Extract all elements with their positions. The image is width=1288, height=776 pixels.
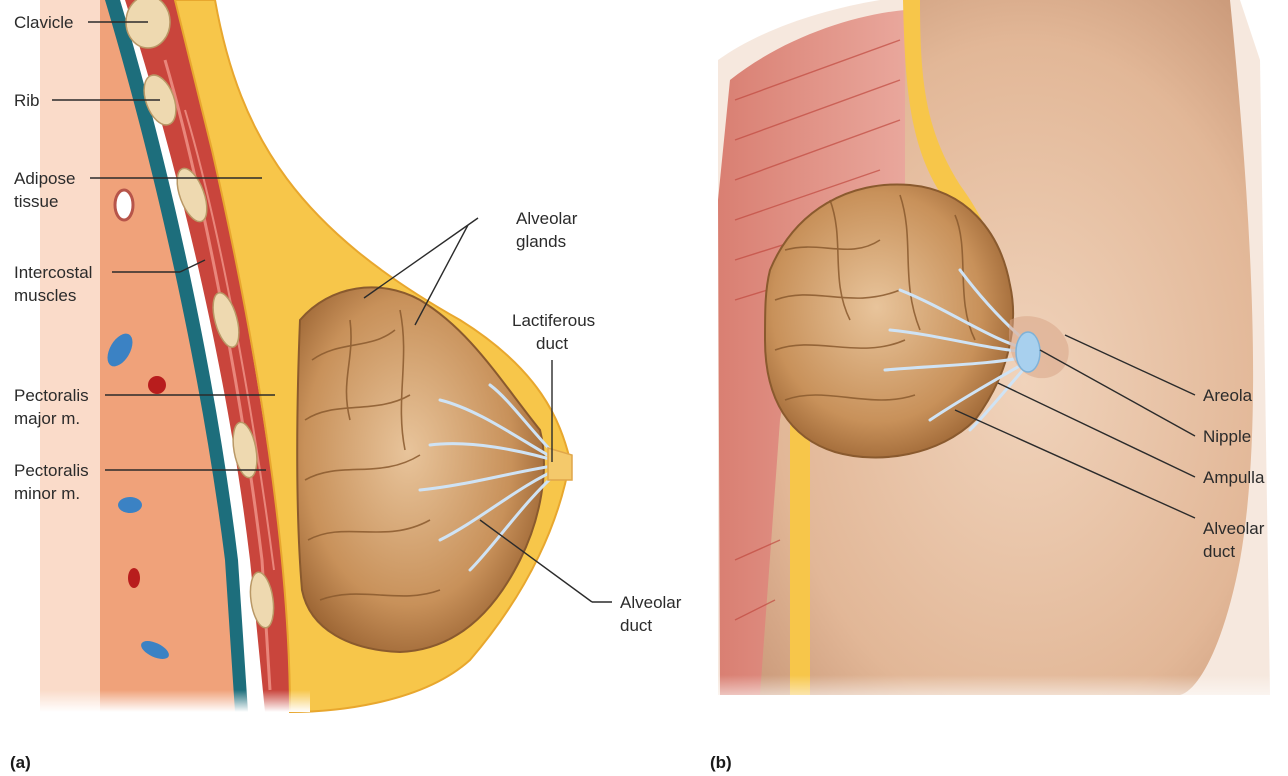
alveolar-gland-mass-b <box>765 184 1013 457</box>
label-alveolar-duct-a-line2: duct <box>620 616 652 635</box>
panel-b-tag: (b) <box>710 753 732 772</box>
label-alveolar-duct-a-line1: Alveolar <box>620 593 682 612</box>
vessel <box>128 568 140 588</box>
label-areola: Areola <box>1203 386 1253 405</box>
nipple-b <box>1016 332 1040 372</box>
adipose-lower-edge <box>790 425 810 695</box>
label-clavicle: Clavicle <box>14 13 74 32</box>
vessel <box>118 497 142 513</box>
label-intercostal-line2: muscles <box>14 286 76 305</box>
vessel <box>115 190 133 220</box>
label-nipple: Nipple <box>1203 427 1251 446</box>
label-ampulla: Ampulla <box>1203 468 1265 487</box>
panel-b-illustration <box>718 0 1275 712</box>
label-pec-major-line2: major m. <box>14 409 80 428</box>
label-pec-minor-line2: minor m. <box>14 484 80 503</box>
label-adipose-line2: tissue <box>14 192 58 211</box>
label-rib: Rib <box>14 91 40 110</box>
label-intercostal-line1: Intercostal <box>14 263 92 282</box>
vessel <box>148 376 166 394</box>
label-alveolar-glands-line2: glands <box>516 232 566 251</box>
label-alveolar-glands-line1: Alveolar <box>516 209 578 228</box>
label-lactiferous-line1: Lactiferous <box>512 311 595 330</box>
panel-a-illustration <box>0 0 572 712</box>
label-pec-major-line1: Pectoralis <box>14 386 89 405</box>
label-alveolar-duct-b-line1: Alveolar <box>1203 519 1265 538</box>
label-adipose-line1: Adipose <box>14 169 75 188</box>
label-lactiferous-line2: duct <box>536 334 568 353</box>
label-pec-minor-line1: Pectoralis <box>14 461 89 480</box>
panel-a-tag: (a) <box>10 753 31 772</box>
label-alveolar-duct-b-line2: duct <box>1203 542 1235 561</box>
